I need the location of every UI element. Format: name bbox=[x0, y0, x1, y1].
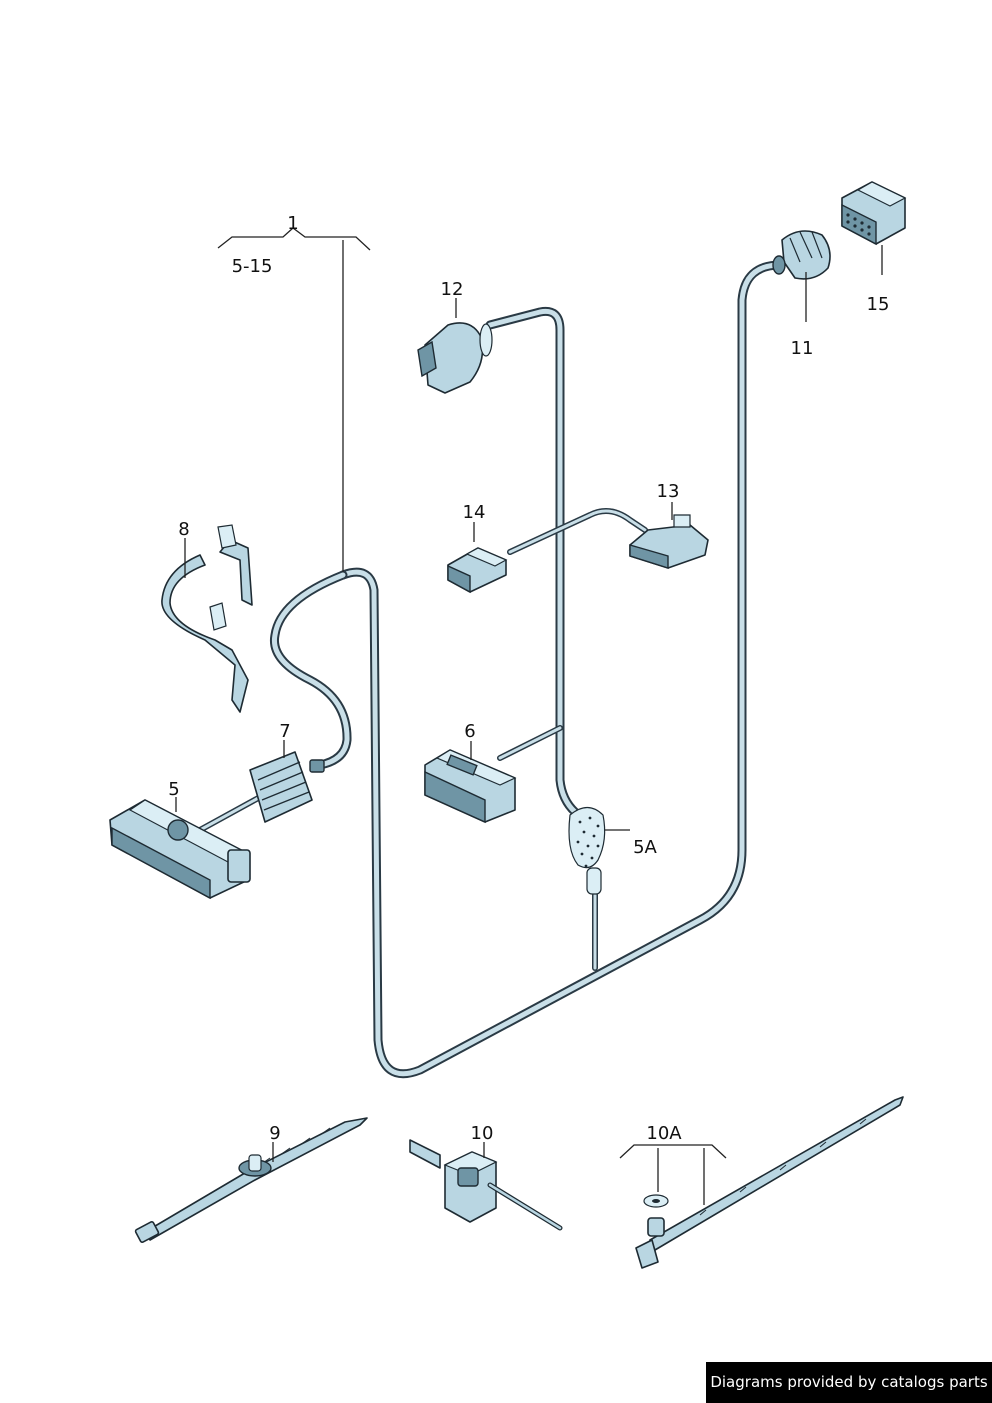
connector-15 bbox=[841, 181, 907, 246]
connector-12 bbox=[417, 322, 493, 394]
wiring-harness bbox=[197, 260, 785, 1079]
connector-14 bbox=[447, 547, 508, 594]
callout-lines bbox=[175, 227, 883, 1205]
label-5: 5 bbox=[168, 779, 179, 800]
connector-11 bbox=[772, 230, 831, 280]
label-5a: 5A bbox=[633, 837, 657, 858]
label-10: 10 bbox=[471, 1123, 494, 1144]
label-5-15: 5-15 bbox=[232, 256, 273, 277]
connector-5 bbox=[109, 799, 251, 900]
splice-5a bbox=[568, 806, 606, 895]
cable-tie-10a bbox=[635, 1096, 904, 1269]
label-13: 13 bbox=[657, 481, 680, 502]
label-7: 7 bbox=[279, 721, 290, 742]
bracket-8 bbox=[161, 524, 253, 713]
connector-13 bbox=[629, 514, 709, 569]
part-labels: 1 5-15 12 15 11 13 14 8 7 6 5 5A 9 10 10… bbox=[168, 213, 889, 1144]
label-6: 6 bbox=[464, 721, 475, 742]
cable-tie-9 bbox=[134, 1117, 368, 1243]
grommet-7 bbox=[249, 751, 325, 823]
connector-6 bbox=[424, 749, 517, 824]
clip-holder-10 bbox=[409, 1139, 563, 1231]
label-15: 15 bbox=[867, 294, 890, 315]
credit-banner: Diagrams provided by catalogs parts bbox=[706, 1362, 992, 1403]
label-8: 8 bbox=[178, 519, 189, 540]
label-1: 1 bbox=[287, 213, 298, 234]
label-11: 11 bbox=[791, 338, 814, 359]
label-12: 12 bbox=[441, 279, 464, 300]
label-9: 9 bbox=[269, 1123, 280, 1144]
label-10a: 10A bbox=[646, 1123, 682, 1144]
label-14: 14 bbox=[463, 502, 486, 523]
